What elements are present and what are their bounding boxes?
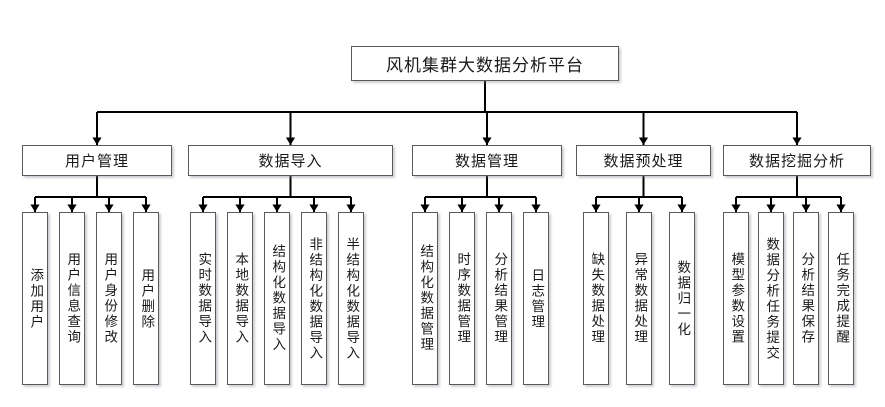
leaf-node-2-3-label: 日志管理 xyxy=(528,267,545,330)
leaf-node-3-2-label: 数据归一化 xyxy=(674,259,691,338)
leaf-node-2-2[interactable]: 分析结果管理 xyxy=(486,212,512,385)
branch-node-4[interactable]: 数据挖掘分析 xyxy=(723,145,871,176)
leaf-node-4-1[interactable]: 数据分析任务提交 xyxy=(758,212,784,385)
leaf-node-3-1[interactable]: 异常数据处理 xyxy=(626,212,652,385)
leaf-node-3-2[interactable]: 数据归一化 xyxy=(669,212,695,385)
leaf-node-2-1-label: 时序数据管理 xyxy=(454,252,471,345)
leaf-node-0-2[interactable]: 用户身份修改 xyxy=(96,212,122,385)
branch-node-1[interactable]: 数据导入 xyxy=(188,145,393,176)
leaf-node-2-2-label: 分析结果管理 xyxy=(491,252,508,345)
leaf-node-2-0[interactable]: 结构化数据管理 xyxy=(412,212,438,385)
leaf-node-1-1-label: 本地数据导入 xyxy=(232,252,249,345)
branch-node-3[interactable]: 数据预处理 xyxy=(576,145,711,176)
root-node-label: 风机集群大数据分析平台 xyxy=(386,56,584,76)
leaf-node-1-2[interactable]: 结构化数据导入 xyxy=(264,212,290,385)
branch-node-4-label: 数据挖掘分析 xyxy=(748,152,845,170)
leaf-node-0-3-label: 用户删除 xyxy=(138,267,155,330)
leaf-node-0-1-label: 用户信息查询 xyxy=(64,252,81,345)
leaf-node-4-2[interactable]: 分析结果保存 xyxy=(793,212,819,385)
leaf-node-1-4-label: 半结构化数据导入 xyxy=(343,236,360,361)
leaf-node-0-1[interactable]: 用户信息查询 xyxy=(59,212,85,385)
leaf-node-1-0[interactable]: 实时数据导入 xyxy=(190,212,216,385)
leaf-node-0-0-label: 添加用户 xyxy=(27,267,44,330)
leaf-node-4-0-label: 模型参数设置 xyxy=(728,252,745,345)
branch-node-1-label: 数据导入 xyxy=(258,152,323,170)
leaf-node-4-2-label: 分析结果保存 xyxy=(798,252,815,345)
leaf-node-2-3[interactable]: 日志管理 xyxy=(523,212,549,385)
leaf-node-3-0-label: 缺失数据处理 xyxy=(588,252,605,345)
leaf-node-1-2-label: 结构化数据导入 xyxy=(269,244,286,353)
leaf-node-1-0-label: 实时数据导入 xyxy=(195,252,212,345)
branch-node-0[interactable]: 用户管理 xyxy=(22,145,172,176)
leaf-node-0-2-label: 用户身份修改 xyxy=(101,252,118,345)
leaf-node-2-1[interactable]: 时序数据管理 xyxy=(449,212,475,385)
leaf-node-4-0[interactable]: 模型参数设置 xyxy=(723,212,749,385)
leaf-node-4-1-label: 数据分析任务提交 xyxy=(763,236,780,361)
leaf-node-4-3[interactable]: 任务完成提醒 xyxy=(828,212,854,385)
leaf-node-2-0-label: 结构化数据管理 xyxy=(417,244,434,353)
leaf-node-3-1-label: 异常数据处理 xyxy=(631,252,648,345)
leaf-node-0-0[interactable]: 添加用户 xyxy=(22,212,48,385)
leaf-node-1-1[interactable]: 本地数据导入 xyxy=(227,212,253,385)
leaf-node-1-3-label: 非结构化数据导入 xyxy=(306,236,323,361)
leaf-node-0-3[interactable]: 用户删除 xyxy=(133,212,159,385)
branch-node-3-label: 数据预处理 xyxy=(603,152,684,170)
branch-node-2-label: 数据管理 xyxy=(454,152,519,170)
leaf-node-1-4[interactable]: 半结构化数据导入 xyxy=(338,212,364,385)
root-node[interactable]: 风机集群大数据分析平台 xyxy=(351,46,619,81)
branch-node-2[interactable]: 数据管理 xyxy=(412,145,562,176)
leaf-node-3-0[interactable]: 缺失数据处理 xyxy=(583,212,609,385)
leaf-node-4-3-label: 任务完成提醒 xyxy=(833,252,850,345)
leaf-node-1-3[interactable]: 非结构化数据导入 xyxy=(301,212,327,385)
branch-node-0-label: 用户管理 xyxy=(64,152,129,170)
